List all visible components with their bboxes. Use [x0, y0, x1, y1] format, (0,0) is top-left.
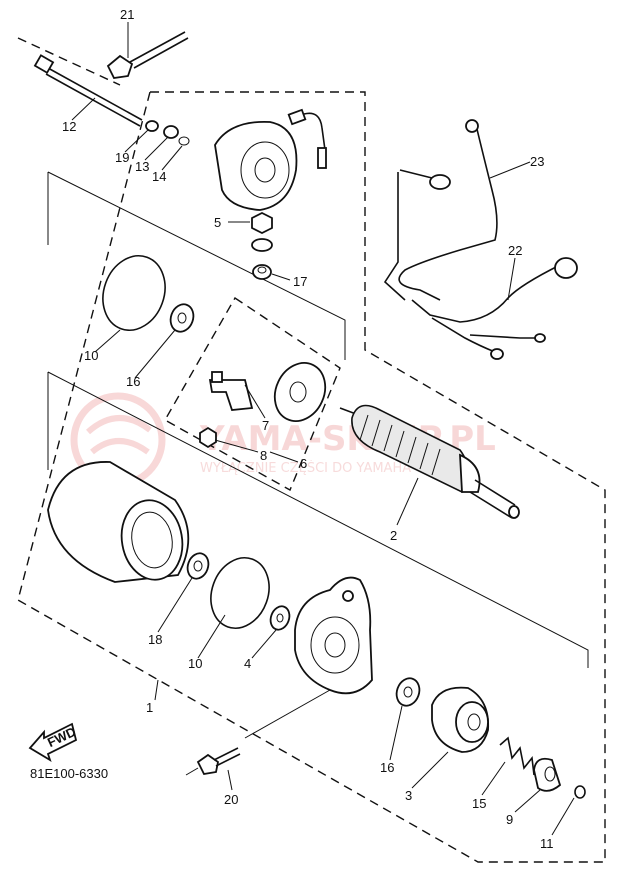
callout-1: 1: [146, 700, 153, 715]
fwd-arrow-icon: FWD: [28, 722, 78, 763]
callout-23: 23: [530, 154, 544, 169]
o-ring-10-upper: [102, 255, 166, 331]
brush-7: [208, 371, 254, 411]
rear-group-plane: [47, 171, 346, 360]
washer-5b: [251, 238, 273, 252]
washer-16-upper: [169, 303, 195, 333]
callout-11: 11: [540, 836, 554, 851]
callout-5: 5: [214, 215, 221, 230]
callout-15: 15: [472, 796, 486, 811]
diagram-code: 81E100-6330: [30, 766, 108, 781]
callout-16-lower: 16: [380, 760, 394, 775]
washer-19: [145, 120, 159, 132]
callout-16-upper: 16: [126, 374, 140, 389]
bolt-21: [106, 31, 189, 79]
washer-13: [163, 125, 179, 139]
callout-21: 21: [120, 7, 134, 22]
assembly-outline: [17, 37, 606, 863]
washer-16-lower: [395, 677, 421, 707]
callout-6: 6: [300, 456, 307, 471]
brush-holder-6: [273, 362, 327, 422]
callout-10-lower: 10: [188, 656, 202, 671]
leader-lines: [71, 22, 575, 836]
o-ring-14: [178, 136, 190, 146]
watermark-sub: WYŁĄCZNIE CZĘŚCI DO YAMAHA: [200, 460, 411, 476]
yoke-housing: [47, 461, 190, 583]
callout-12: 12: [62, 119, 76, 134]
callout-3: 3: [405, 788, 412, 803]
nut-5: [251, 211, 273, 235]
cable-22: [411, 257, 578, 360]
callout-2: 2: [390, 528, 397, 543]
stopper-9: [533, 757, 562, 792]
callouts: 21 12 19 13 14 5 17 23 22 10 16 7 8 6 2 …: [62, 7, 554, 851]
armature-group-plane: [47, 371, 589, 668]
washer-18: [186, 552, 210, 580]
callout-20: 20: [224, 792, 238, 807]
circlip-11: [574, 785, 586, 799]
callout-22: 22: [508, 243, 522, 258]
callout-13: 13: [135, 159, 149, 174]
callout-14: 14: [152, 169, 166, 184]
o-ring-10-lower: [210, 557, 270, 629]
cable-23: [383, 119, 498, 301]
callout-10-upper: 10: [84, 348, 98, 363]
spring-15: [499, 736, 535, 776]
callout-18: 18: [148, 632, 162, 647]
callout-9: 9: [506, 812, 513, 827]
callout-19: 19: [115, 150, 129, 165]
armature-2: [339, 404, 520, 519]
callout-7: 7: [262, 418, 269, 433]
pinion-clutch-3: [431, 686, 490, 753]
collar-17: [252, 264, 272, 280]
callout-8: 8: [260, 448, 267, 463]
callout-4: 4: [244, 656, 251, 671]
washer-4: [269, 605, 291, 631]
bolt-20: [196, 747, 241, 775]
nut-8: [199, 426, 217, 449]
rear-cover: [214, 108, 327, 211]
front-cover: [294, 576, 373, 695]
brush-holder-box: [164, 297, 341, 491]
callout-17: 17: [293, 274, 307, 289]
